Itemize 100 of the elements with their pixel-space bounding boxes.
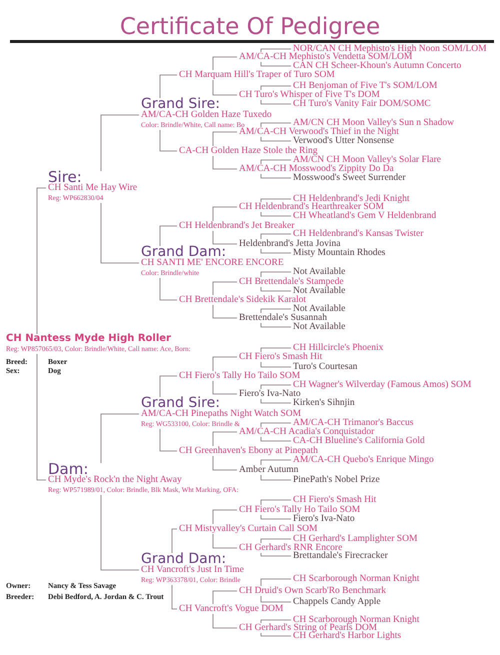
pedigree-line <box>260 552 292 556</box>
pedigree-line <box>260 632 292 636</box>
dog-name: Not Available <box>293 286 346 296</box>
dog-name: CAN CH Scheer-Khoun's Autumn Concerto <box>293 61 462 71</box>
dog-name: CH Hillcircle's Phoenix <box>293 343 384 353</box>
pedigree-line <box>160 74 178 98</box>
dog-name: CH Benjoman of Five T's SOM/LOM <box>293 81 438 91</box>
dog-name: Turo's Courtesan <box>293 362 358 372</box>
pedigree-line <box>260 384 292 390</box>
dog-name: CH Fiero's Smash Hit <box>293 495 376 505</box>
pedigree-line <box>260 308 292 314</box>
dog-name: Fiero's Iva-Nato <box>293 514 355 524</box>
dog-name: CH Santi Me Hay Wire <box>48 183 138 193</box>
certificate-title: Certificate Of Pedigree <box>118 14 382 40</box>
pedigree-line <box>212 456 238 470</box>
dog-name: CH Turo's Whisper of Five T's DOM <box>239 90 380 100</box>
dog-name: Not Available <box>293 322 346 332</box>
dog-name: AM/CA-CH Quebo's Enrique Mingo <box>293 455 434 465</box>
pedigree-line <box>260 322 292 328</box>
pedigree-line <box>212 56 238 70</box>
pedigree-line <box>160 130 178 152</box>
dog-name: CH Greenhaven's Ebony at Pinepath <box>179 446 318 456</box>
pedigree-line <box>160 428 178 452</box>
dog-name: CH Fiero's Smash Hit <box>239 352 322 362</box>
pedigree-line <box>260 348 292 352</box>
dog-name: Amber Autumn <box>239 465 298 475</box>
pedigree-line <box>260 436 292 442</box>
dog-name: CH Scarborough Norman Knight <box>293 574 420 584</box>
dog-name: AM/CA-CH Mephisto's Vendetta SOM/LOM <box>239 52 412 62</box>
pedigree-line <box>212 156 238 170</box>
pedigree-line <box>212 282 238 296</box>
pedigree-line <box>260 48 292 52</box>
dog-name: Verwood's Utter Nonsense <box>293 136 394 146</box>
pedigree-line <box>260 460 292 466</box>
dog-name: Kirken's Sihnjin <box>293 398 355 408</box>
dog-name: CH Scarborough Norman Knight <box>293 615 420 625</box>
pedigree-line <box>160 278 178 300</box>
dog-name: AM/CA-CH Pinepaths Night Watch SOM <box>141 409 302 419</box>
dog-name: PinePath's Nobel Prize <box>293 475 380 485</box>
dog-name: AM/CA-CH Trimanor's Baccus <box>293 418 414 428</box>
dog-name: AM/CA-CH Verwood's Thief in the Night <box>239 127 399 137</box>
pedigree-line <box>100 494 140 570</box>
dog-name: Mosswood's Sweet Surrender <box>293 173 406 183</box>
pedigree-line <box>212 614 238 628</box>
pedigree-line <box>212 230 238 244</box>
dog-name: Not Available <box>293 267 346 277</box>
dog-name: Brettandale's Firecracker <box>293 551 388 561</box>
dog-name: CH Gerhard's RNR Encore <box>239 543 342 553</box>
pedigree-line <box>172 584 178 610</box>
dog-name: CH Wagner's Wilverday (Famous Amos) SOM <box>293 380 472 390</box>
pedigree-line <box>260 422 292 428</box>
pedigree-line <box>212 80 238 96</box>
dog-name: CH Brettendale's Stampede <box>239 277 344 287</box>
dog-name: CH Brettendale's Sidekik Karalot <box>179 295 306 305</box>
pedigree-line <box>260 160 292 164</box>
dog-name: AM/CA-CH Golden Haze Tuxedo <box>141 110 272 120</box>
generation-heading: Grand Dam: <box>141 246 226 258</box>
dog-name: CH Heldenbrand's Kansas Twister <box>293 229 424 239</box>
dog-name: CH Heldenbrand's Jet Breaker <box>179 221 294 231</box>
pedigree-line <box>212 206 238 222</box>
dog-name: CH Fiero's Tally Ho Tailo SOM <box>239 505 360 515</box>
dog-name: Heldenbrand's Jetta Jovina <box>239 239 340 249</box>
pedigree-line <box>260 272 292 278</box>
pedigree-line <box>212 534 238 548</box>
dog-name: CH Vancroft's Vogue DOM <box>179 604 284 614</box>
pedigree-line <box>260 100 292 104</box>
pedigree-line <box>260 362 292 368</box>
dog-name: CA-CH Blueline's California Gold <box>293 436 425 446</box>
pedigree-line <box>212 510 238 524</box>
pedigree-line <box>260 198 292 202</box>
generation-heading: Grand Dam: <box>141 553 226 565</box>
dog-name: CH Nantess Myde High Roller <box>6 334 172 344</box>
pedigree-line <box>172 528 178 554</box>
dog-name: CH Turo's Vanity Fair DOM/SOMC <box>293 99 431 109</box>
generation-heading: Dam: <box>48 463 88 475</box>
dog-name: CH Gerhard's Lamplighter SOM <box>293 534 418 544</box>
pedigree-line <box>260 596 292 602</box>
pedigree-line <box>212 304 238 318</box>
dog-name: Not Available <box>293 304 346 314</box>
pedigree-line <box>260 286 292 292</box>
pedigree-line <box>260 538 292 544</box>
dog-name: CH Marquam Hill's Traper of Turo SOM <box>179 70 335 80</box>
dog-name: AM/CA-CH Mosswood's Zippity Do Da <box>239 164 394 174</box>
pedigree-line <box>260 514 292 520</box>
pedigree-line <box>260 474 292 480</box>
pedigree-line <box>260 578 292 586</box>
dog-name: Brettendale's Susannah <box>239 313 327 323</box>
pedigree-line <box>212 356 238 372</box>
pedigree-line <box>212 590 238 604</box>
pedigree-line <box>212 380 238 394</box>
dog-name: AM/CN CH Moon Valley's Sun n Shadow <box>293 118 454 128</box>
pedigree-line <box>260 620 292 624</box>
pedigree-line <box>260 86 292 90</box>
dog-name: CH Myde's Rock'n the Night Away <box>48 475 183 485</box>
pedigree-line <box>260 174 292 178</box>
pedigree-line <box>260 398 292 404</box>
pedigree-line <box>260 62 292 66</box>
dog-name: Fiero's Iva-Nato <box>239 389 301 399</box>
pedigree-line <box>160 376 178 398</box>
dog-name: CH Vancroft's Just In Time <box>141 565 244 575</box>
